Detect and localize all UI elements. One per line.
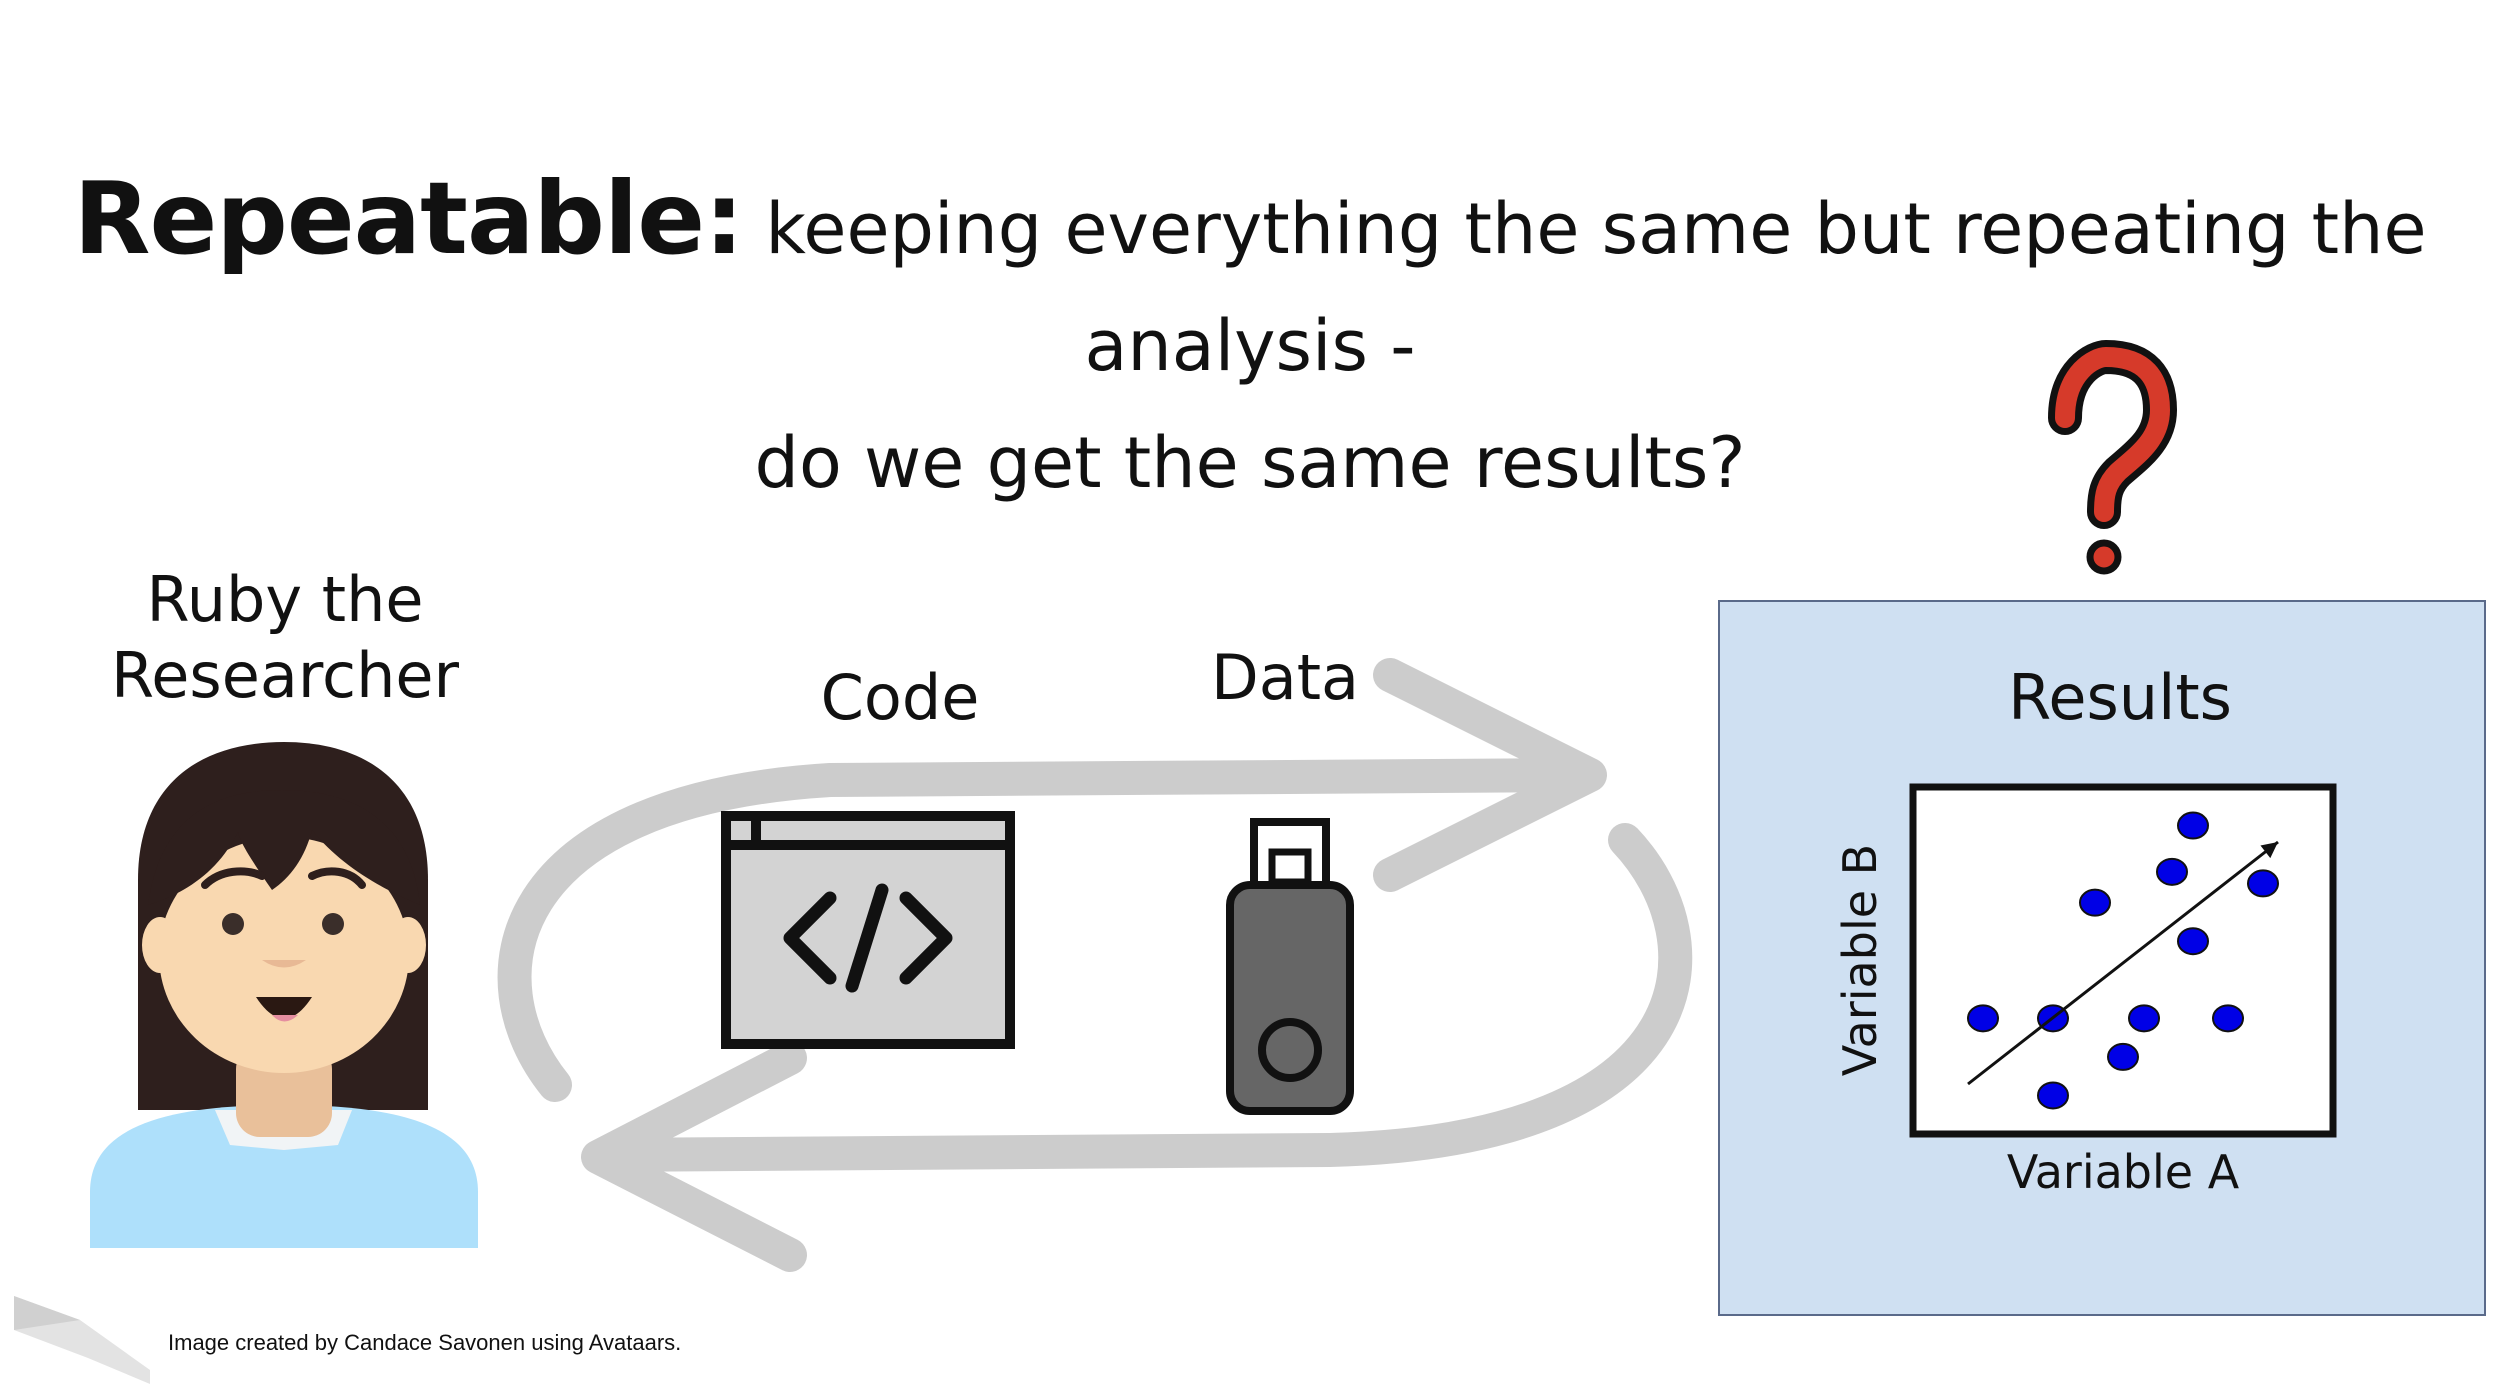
scatter-points: [1967, 811, 2279, 1110]
scatter-point: [1967, 1004, 1999, 1033]
scatter-point: [2247, 869, 2279, 898]
plot-frame: [1909, 783, 2337, 1138]
code-label: Code: [820, 661, 980, 734]
face: [159, 837, 409, 1073]
scatter-point: [2177, 927, 2209, 956]
researcher-label-line-2: Researcher: [110, 639, 460, 712]
x-axis-label: Variable A: [2007, 1145, 2240, 1199]
question-mark-icon: [2048, 340, 2177, 575]
right-eyebrow: [308, 867, 366, 889]
researcher-label: Ruby the Researcher: [80, 562, 490, 714]
usb-drive-icon: [1226, 818, 1354, 1115]
title-keyword: Repeatable:: [73, 160, 744, 277]
logo-icon: [14, 1296, 150, 1384]
trend-line-path: [1967, 840, 2279, 1086]
trend-arrowhead: [2260, 842, 2278, 859]
cycle-arrows: [497, 658, 1693, 1272]
scatter-point: [2128, 1004, 2160, 1033]
tongue: [272, 1015, 298, 1022]
data-label: Data: [1210, 641, 1360, 714]
title-line-1: keeping everything the same but repeatin…: [743, 188, 2427, 387]
scatter-point: [2107, 1042, 2139, 1071]
code-window-icon: [721, 811, 1015, 1049]
slide-title: Repeatable: keeping everything the same …: [0, 169, 2500, 512]
scatter-point: [2156, 857, 2188, 886]
results-label: Results: [2008, 661, 2232, 734]
researcher-label-line-1: Ruby the: [146, 563, 424, 636]
researcher-avatar: [90, 742, 478, 1248]
bottom-arrowhead: [581, 1041, 807, 1272]
image-credit: Image created by Candace Savonen using A…: [168, 1330, 682, 1355]
trend-line: [1967, 840, 2279, 1086]
top-arrowhead: [1373, 658, 1607, 892]
top-arrow: [497, 758, 1602, 1102]
nose: [262, 960, 306, 968]
scatter-point: [2177, 811, 2209, 840]
scatter-point: [2079, 888, 2111, 917]
scatter-point: [2212, 1004, 2244, 1033]
y-axis-label: Variable B: [1833, 844, 1887, 1076]
shirt: [90, 1105, 478, 1248]
scatter-point: [2037, 1081, 2069, 1110]
bottom-arrow: [588, 823, 1693, 1172]
right-eye: [322, 913, 344, 935]
title-line-2: do we get the same results?: [754, 422, 1746, 504]
left-eyebrow: [201, 867, 266, 889]
left-eye: [222, 913, 244, 935]
mouth: [256, 997, 312, 1019]
hair-bangs: [148, 790, 420, 905]
